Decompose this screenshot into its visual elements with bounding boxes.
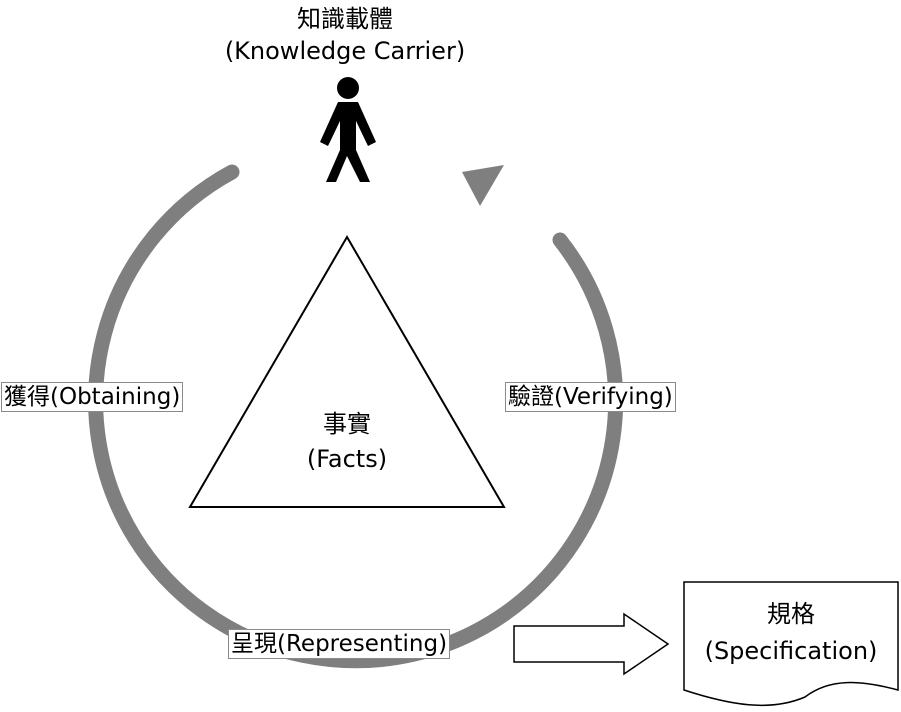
- specification-document: [683, 581, 899, 707]
- carrier-en-label: (Knowledge Carrier): [225, 37, 465, 65]
- facts-zh-label: 事實: [323, 410, 371, 438]
- carrier-zh-label: 知識載體: [297, 5, 393, 33]
- obtaining-label: 獲得(Obtaining): [1, 382, 184, 412]
- cycle-arrowhead: [462, 165, 504, 206]
- facts-triangle: [188, 235, 506, 508]
- facts-en-label: (Facts): [307, 445, 387, 473]
- representing-label: 呈現(Representing): [228, 629, 451, 659]
- person-icon: [320, 77, 376, 182]
- spec-zh-label: 規格: [767, 600, 815, 628]
- output-block-arrow: [513, 612, 670, 676]
- verifying-label: 驗證(Verifying): [505, 382, 676, 412]
- spec-en-label: (Specification): [705, 637, 878, 665]
